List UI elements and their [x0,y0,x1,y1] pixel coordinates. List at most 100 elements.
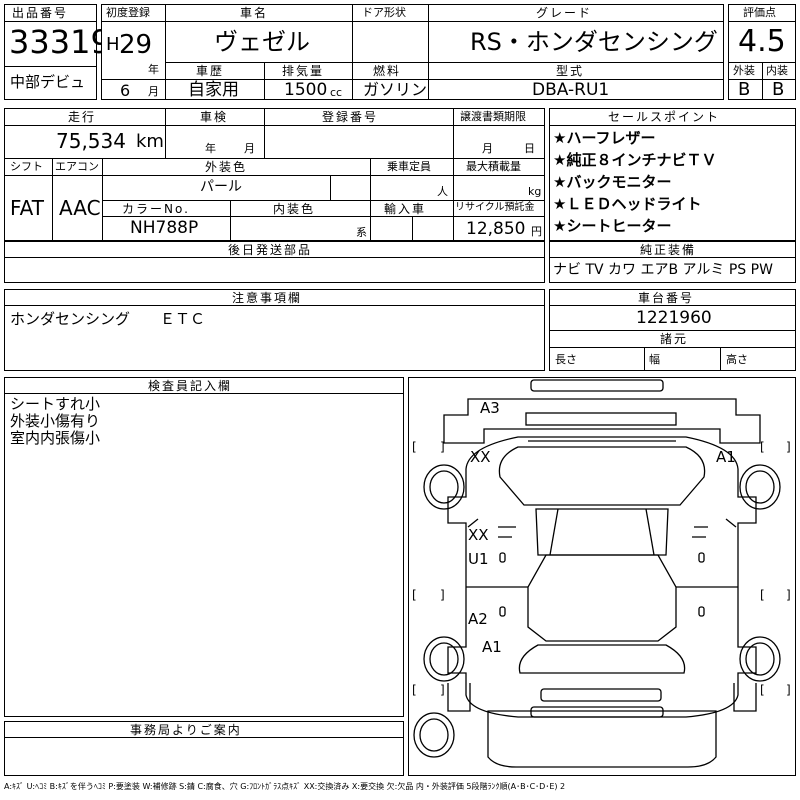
history-label: 車歴 [196,64,225,78]
chassis-value: 1221960 [636,308,712,328]
fuel-value: ガソリン [363,80,428,99]
recycle-label: リサイクル預託金 [455,202,535,213]
bracket-mark: ] [786,588,791,602]
era: H [106,34,120,55]
color-no-value: NH788P [130,218,199,238]
mileage-label: 走行 [68,110,97,124]
damage-mark-front-bumper: A3 [480,399,500,417]
notes-value: ホンダセンシング ＥＴＣ [10,310,206,328]
dealer-name: 中部デビュ [10,73,86,91]
recycle-unit: 円 [531,225,542,238]
door-label: ドア形状 [362,6,406,19]
bracket-mark: [ [412,440,417,454]
damage-mark-rear-left-wheel-arch: A1 [482,638,502,656]
inspector-box [4,377,404,717]
later-parts-box [4,241,545,283]
capacity-unit: 人 [437,185,448,198]
import-label: 輸入車 [384,202,427,216]
bracket-mark: [ [760,683,765,697]
exterior-grade-value: B [738,79,751,100]
mileage-value: 75,534 [56,129,126,153]
bracket-mark: [ [412,683,417,697]
transfer-day-unit: 日 [524,142,535,155]
later-parts-label: 後日発送部品 [228,243,313,257]
displacement-label: 排気量 [282,64,325,78]
score-value: 4.5 [738,24,786,59]
load-label: 最大積載量 [466,160,521,173]
dimensions-label: 諸元 [660,332,689,346]
damage-mark-front-left-fender: XX [470,448,491,466]
height-label: 高さ [726,353,748,366]
damage-legend: A:ｷｽﾞ U:ﾍｺﾐ B:ｷｽﾞを伴うﾍｺﾐ P:要塗装 W:補修跡 S:錆 … [4,782,566,791]
inspection-month-unit: 月 [244,142,255,155]
bracket-mark: ] [440,683,445,697]
model-code-label: 型式 [556,64,585,78]
office-box [4,721,404,776]
month-unit: 月 [148,85,159,98]
displacement-unit: cc [330,86,343,99]
bracket-mark: ] [786,440,791,454]
model-code-value: DBA-RU1 [532,80,610,100]
car-diagram [413,379,781,768]
ac-label: エアコン [55,160,99,173]
ac-value: AAC [59,196,101,220]
interior-grade-value: B [772,79,785,100]
grade-label: グレード [536,6,593,20]
bracket-mark: [ [760,440,765,454]
capacity-label: 乗車定員 [387,160,431,173]
damage-mark-front-left-door: XX [468,526,489,544]
chassis-label: 車台番号 [638,291,695,305]
score-label: 評価点 [743,6,776,19]
grade-value: RS・ホンダセンシング [470,28,718,56]
load-unit: kg [528,185,542,198]
color-label: 外装色 [205,160,248,174]
transfer-label: 譲渡書類期限 [460,110,526,123]
lot-number: 33319 [9,23,111,61]
damage-mark-front-right-fender: A1 [716,448,736,466]
first-reg-label: 初度登録 [106,6,150,19]
length-label: 長さ [555,353,577,366]
bracket-mark: ] [440,588,445,602]
notes-box [4,289,545,371]
bracket-mark: [ [412,588,417,602]
sales-point-2: ★純正８インチナビＴＶ [553,151,717,169]
width-label: 幅 [649,353,660,366]
bracket-mark: ] [440,440,445,454]
inspector-line-2: 外装小傷有り [10,412,101,430]
displacement-value: 1500 [284,80,328,100]
notes-label: 注意事項欄 [232,291,303,305]
sales-point-4: ★ＬＥＤヘッドライト [553,195,702,213]
interior-color-unit: 系 [356,226,367,239]
exterior-grade-label: 外装 [733,64,755,77]
transfer-month-unit: 月 [482,142,493,155]
lot-number-box [4,4,97,100]
shift-value: FAT [10,196,45,220]
plate-label: 登録番号 [322,110,379,124]
color-no-label: カラーNo. [122,202,190,216]
damage-mark-rear-left-quarter: A2 [468,610,488,628]
reg-month: 6 [120,81,131,100]
inspector-line-3: 室内内張傷小 [10,429,101,447]
office-label: 事務局よりご案内 [130,723,242,737]
sales-point-3: ★バックモニター [553,173,672,191]
interior-grade-label: 内装 [766,64,788,77]
reg-year: 29 [119,30,153,60]
main-header-box [101,4,724,100]
interior-color-label: 内装色 [273,202,316,216]
inspector-line-1: シートすれ小 [10,395,101,413]
history-value: 自家用 [188,80,239,100]
sales-point-5: ★シートヒーター [553,217,672,235]
bracket-mark: ] [786,683,791,697]
damage-mark-rear-left-door: U1 [468,550,489,568]
equipment-value: ナビ TV カワ エアB アルミ PS PW [553,262,773,278]
shift-label: シフト [10,160,43,173]
bracket-mark: [ [760,588,765,602]
inspector-label: 検査員記入欄 [148,379,233,393]
vehicle-details-box [4,108,545,241]
fuel-label: 燃料 [373,64,402,78]
lot-label: 出品番号 [12,6,69,20]
mileage-unit: km [136,131,164,152]
sales-points-box [549,108,796,241]
inspection-label: 車検 [200,110,229,124]
car-name-label: 車名 [240,6,269,20]
